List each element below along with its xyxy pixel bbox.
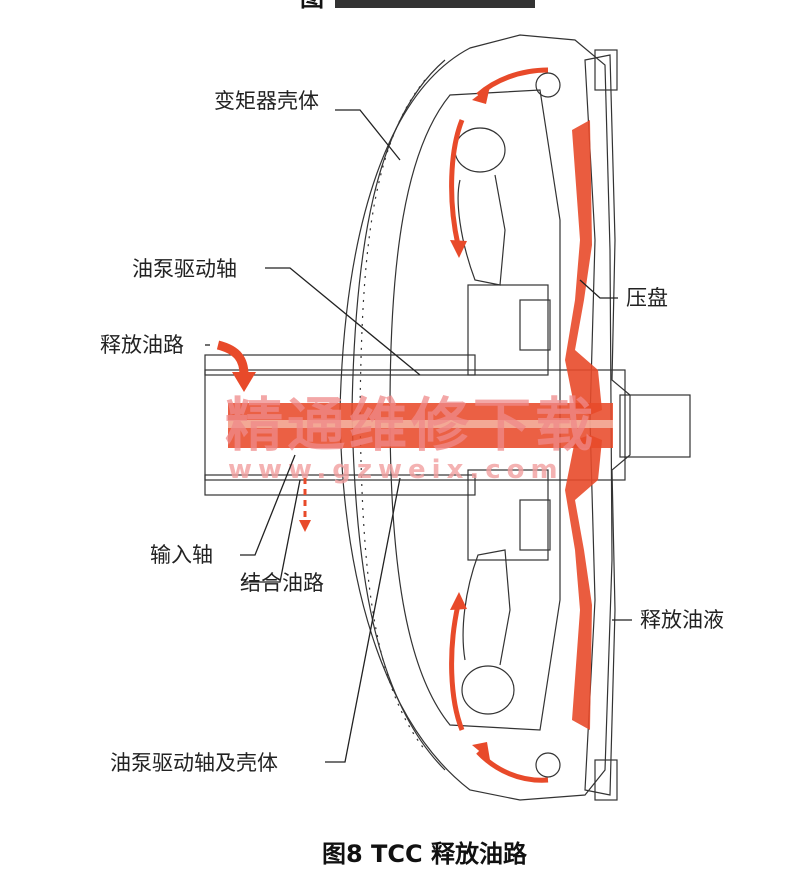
shaft-housing-top (204, 354, 476, 376)
top-title-fragment: 图 (300, 0, 324, 12)
watermark-url: www.gzweix.com (228, 455, 564, 485)
label-apply-path: 结合油路 (240, 571, 324, 595)
clutch-pack-upper (519, 299, 551, 351)
upper-blade (454, 127, 506, 173)
label-input-shaft: 输入轴 (150, 543, 213, 567)
label-pressure-plate: 压盘 (626, 286, 668, 310)
release-fluid-path-lower (565, 435, 602, 730)
label-pump-drive-shaft: 油泵驱动轴 (132, 257, 237, 281)
flow-arrowhead-bot-1 (472, 742, 490, 760)
clutch-pack-lower (519, 499, 551, 551)
leader-pump-drive-shaft (265, 267, 421, 376)
flow-arrowhead-bot-2 (450, 592, 467, 610)
upper-blade-detail (457, 174, 506, 286)
release-fluid-path (565, 120, 602, 415)
converter-drawing (204, 34, 691, 801)
leader-input-shaft (240, 454, 296, 556)
shaft-outer (204, 369, 626, 481)
top-title-cropped-bar (335, 0, 535, 8)
release-oil-core (228, 420, 613, 428)
flow-arrow-bot-2 (449, 604, 465, 731)
label-release-fluid: 释放油液 (640, 608, 724, 632)
watermark-cn: 精通维修下载 (225, 391, 597, 459)
leader-pump-housing (325, 477, 401, 763)
label-pump-drive-shaft-housing: 油泵驱动轴及壳体 (110, 751, 278, 775)
apply-path-arrowhead (299, 520, 311, 532)
leader-pressure-plate (579, 279, 618, 299)
release-inlet-arrow (216, 340, 249, 376)
flow-arrowhead-top-1 (472, 86, 490, 104)
label-release-path: 释放油路 (100, 333, 184, 357)
leader-apply-path (245, 479, 301, 583)
hub-lower (467, 469, 549, 561)
bolt-bottom (594, 759, 618, 801)
shaft-housing-bottom (204, 474, 476, 496)
bearing-top (535, 72, 561, 98)
flow-arrow-top-1 (476, 67, 549, 97)
label-housing: 变矩器壳体 (214, 89, 319, 113)
leader-housing (335, 109, 401, 161)
bearing-bottom (535, 752, 561, 778)
flow-arrow-bot-1 (476, 750, 549, 783)
figure-caption: 图8 TCC 释放油路 (322, 840, 528, 868)
output-stub (619, 394, 691, 458)
hub-upper (467, 284, 549, 376)
lower-blade-detail (462, 549, 511, 666)
flow-arrow-top-2 (449, 119, 465, 246)
release-inlet-arrowhead (232, 372, 256, 392)
flow-arrowhead-top-2 (450, 240, 467, 258)
lower-blade (461, 665, 515, 715)
bolt-top (594, 49, 618, 91)
